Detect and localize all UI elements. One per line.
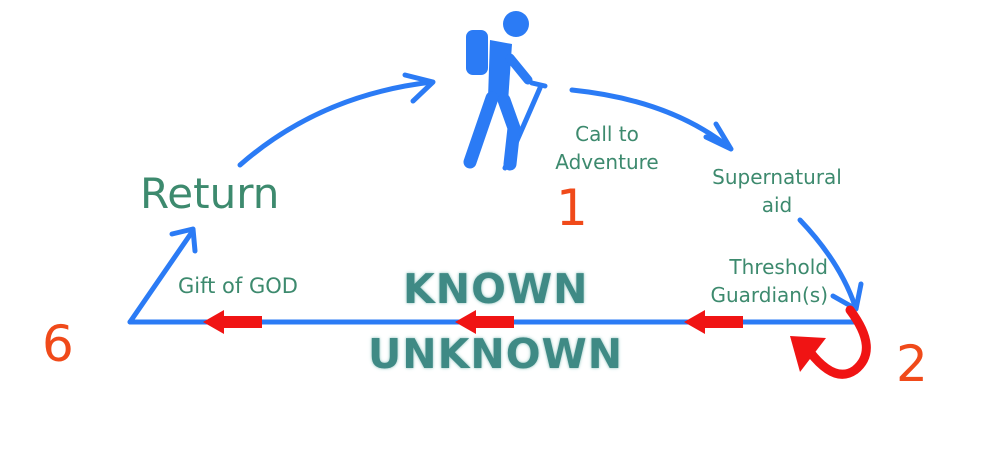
unknown-label: UNKNOWN (368, 330, 624, 378)
call-to-adventure-line1: Call to (575, 122, 639, 146)
red-arrow-2 (455, 310, 514, 334)
threshold-guardians-label: Threshold Guardian(s) (660, 253, 828, 309)
descent-curved-arrow (790, 305, 871, 379)
call-arc (569, 87, 733, 151)
return-arc-arrowhead (402, 72, 436, 104)
known-label: KNOWN (403, 265, 589, 313)
stage-number-2: 2 (896, 335, 928, 393)
return-up-arrowhead (169, 226, 198, 254)
threshold-guardians-line2: Guardian(s) (710, 283, 828, 307)
supernatural-aid-line2: aid (761, 193, 793, 217)
threshold-arrow (797, 217, 858, 309)
threshold-guardians-line1: Threshold (729, 255, 828, 279)
supernatural-aid-line1: Supernatural (712, 165, 842, 189)
threshold-arrowhead (830, 281, 864, 312)
stage-number-1: 1 (556, 179, 588, 237)
return-label: Return (140, 169, 280, 218)
call-arc-arrowhead (703, 121, 734, 152)
call-to-adventure-line2: Adventure (555, 150, 659, 174)
call-to-adventure-label: Call to Adventure (542, 120, 672, 176)
red-arrow-1 (203, 310, 262, 334)
supernatural-aid-label: Supernatural aid (692, 163, 862, 219)
hiker-icon (463, 11, 548, 171)
return-arc (237, 79, 435, 168)
return-up-arrow (127, 229, 195, 325)
stage-number-6: 6 (42, 315, 74, 373)
gift-label: Gift of GOD (178, 274, 298, 298)
red-arrow-3 (684, 310, 743, 334)
